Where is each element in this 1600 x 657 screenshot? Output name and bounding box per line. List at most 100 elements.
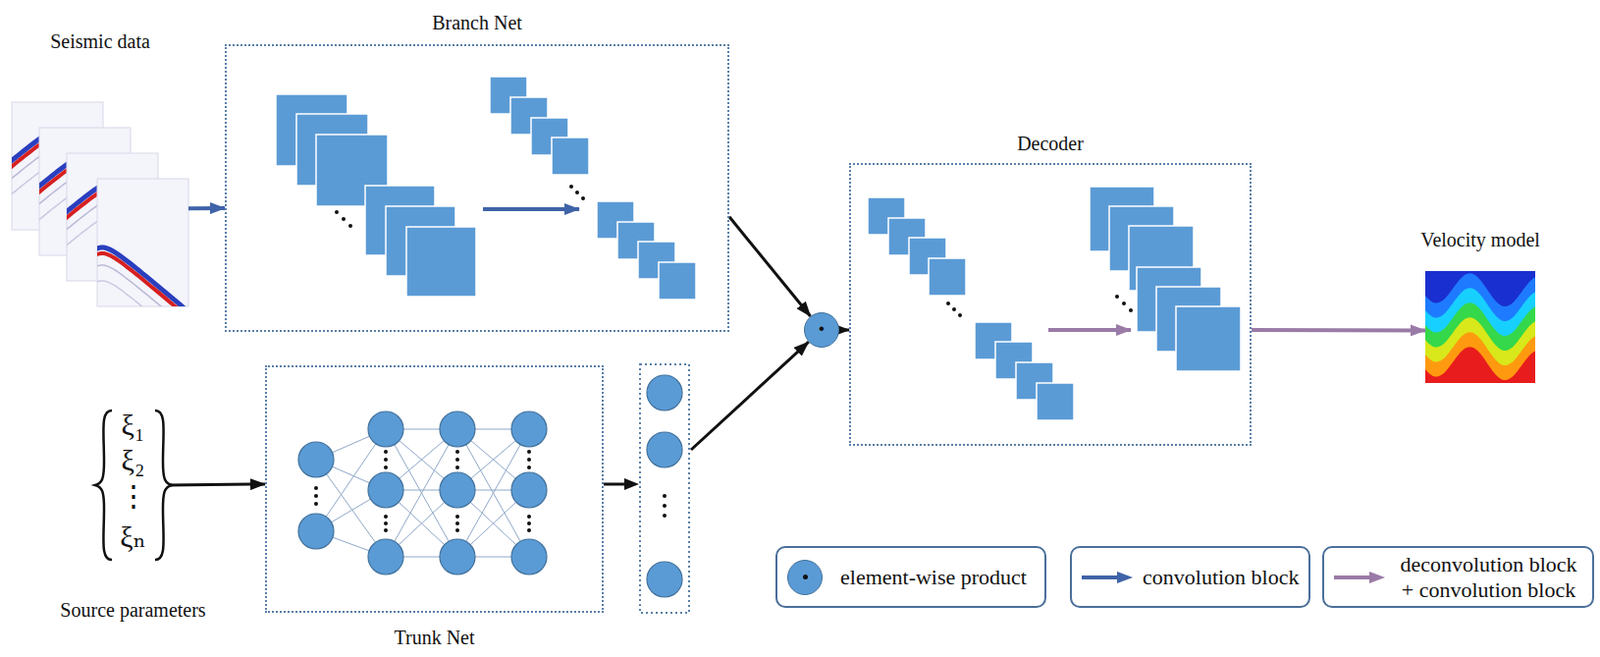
ellipsis-dot: [383, 465, 388, 470]
block-label: Seismic data: [50, 30, 151, 54]
legend-arrow-line: [1081, 575, 1120, 580]
legend-arrow-head: [1117, 571, 1133, 584]
ellipsis-dot: [527, 449, 532, 454]
legend-arrow-line: [1333, 575, 1372, 580]
ellipsis-dot: [383, 457, 388, 462]
legend-item: convolution block: [1069, 545, 1311, 608]
legend-arrow-sample: [1081, 569, 1133, 586]
connector-arrow: [839, 327, 850, 331]
ellipsis-dot: [455, 457, 460, 462]
seismic-data-input: Seismic data: [11, 102, 189, 307]
neuron: [368, 538, 404, 575]
source-parameter-vector: ξ₁ξ₂⋮ξₙSource parameters: [97, 408, 169, 562]
ellipsis-dot: [958, 313, 962, 318]
vector-element: [646, 561, 683, 597]
ellipsis-dot: [314, 493, 319, 498]
wavefront: [97, 265, 189, 307]
block-arrow: [1048, 327, 1131, 332]
ellipsis-dot: [527, 521, 532, 526]
block-label: Trunk Net: [393, 626, 475, 649]
connector-arrow: [168, 483, 266, 485]
left-brace: [95, 410, 112, 560]
ellipsis-dot: [383, 528, 388, 533]
element-wise-product: ·: [803, 312, 840, 348]
ellipsis-dot: [455, 449, 460, 454]
parameter-symbol: ξ₁: [121, 408, 146, 443]
neuron: [368, 472, 404, 508]
swatch-dot: [802, 574, 808, 580]
ellipsis-dot: [581, 196, 586, 201]
decoder-box: Decoder: [849, 162, 1252, 446]
neuron: [511, 411, 547, 447]
ellipsis-dot: [952, 307, 957, 312]
legend-swatch: [787, 559, 823, 595]
neuron: [298, 513, 334, 549]
legend-label: convolution block: [1142, 564, 1299, 589]
neuron: [439, 472, 476, 508]
ellipsis-dot: [662, 503, 667, 508]
ellipsis-dot: [662, 493, 667, 498]
ellipsis-dot: [341, 216, 346, 221]
trunk-output-vector: [640, 364, 690, 613]
connector-arrow: [603, 341, 809, 484]
ellipsis-dot: [662, 513, 667, 518]
feature-map: [658, 262, 696, 300]
legend-arrow-sample: [1333, 569, 1386, 586]
trunk-net-box: Trunk Net: [265, 365, 604, 613]
ellipsis-dot: [348, 223, 353, 228]
legend-arrow-head: [1369, 571, 1386, 584]
legend-label: element-wise product: [832, 564, 1035, 589]
ellipsis-dot: [314, 501, 319, 506]
parameter-symbol: ⋮: [118, 479, 149, 514]
feature-map: [928, 258, 966, 296]
block-arrow: [482, 207, 580, 212]
feature-map: [406, 226, 477, 297]
velocity-layer: [1425, 270, 1536, 366]
ellipsis-dot: [527, 528, 532, 533]
feature-map: [1175, 306, 1241, 372]
parameter-symbol: ξ₂: [121, 443, 146, 479]
ellipsis-dot: [455, 465, 460, 470]
ellipsis-dot: [1115, 294, 1120, 299]
ellipsis-dot: [1121, 301, 1126, 306]
velocity-layer: [1425, 270, 1536, 351]
velocity-model-output: Velocity model: [1425, 270, 1536, 383]
arrow-head: [624, 478, 640, 490]
ellipsis-dot: [569, 184, 574, 189]
ellipsis-dot: [383, 521, 388, 526]
legend-label: deconvolution block + convolution block: [1394, 551, 1583, 602]
feature-map: [1036, 382, 1074, 421]
connector-arrow: [188, 206, 225, 211]
connector-arrow: [1251, 327, 1426, 333]
vector-element: [646, 431, 683, 468]
ellipsis-dot: [455, 521, 460, 526]
seismic-traces: [97, 247, 189, 307]
velocity-layers: [1425, 270, 1536, 383]
neuron: [298, 441, 334, 478]
block-label: Branch Net: [431, 11, 523, 35]
ellipsis-dot: [314, 485, 319, 490]
ellipsis-dot: [527, 457, 532, 462]
ellipsis-dot: [946, 301, 951, 306]
wavefront: [97, 253, 189, 307]
feature-map: [551, 137, 589, 175]
ellipsis-dot: [575, 190, 580, 195]
velocity-layer: [1425, 270, 1536, 383]
wavefront: [97, 280, 189, 307]
neuron: [439, 411, 476, 447]
seismic-panel: [97, 178, 189, 307]
ellipsis-dot: [455, 514, 460, 519]
block-label: Source parameters: [59, 598, 206, 622]
ellipsis-dot: [1128, 308, 1133, 313]
ellipsis-dot: [527, 465, 532, 470]
parameter-symbol: ξₙ: [119, 520, 146, 555]
neuron: [511, 472, 547, 508]
velocity-layer: [1425, 270, 1536, 336]
ellipsis-dot: [383, 449, 388, 454]
connector-arrow: [729, 216, 811, 317]
legend-item: deconvolution block + convolution block: [1322, 545, 1595, 608]
block-label: Decoder: [1016, 132, 1084, 156]
branch-net-box: Branch Net: [224, 44, 730, 332]
neuron: [511, 538, 547, 575]
